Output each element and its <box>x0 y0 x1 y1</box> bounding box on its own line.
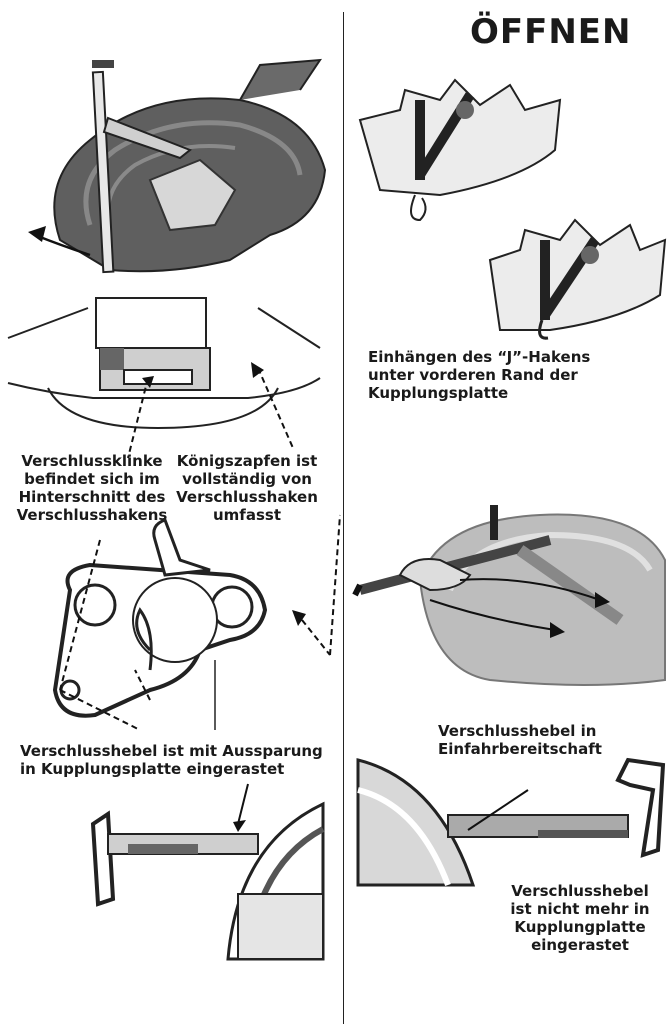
fifth-wheel-with-tool-illustration <box>20 60 320 285</box>
j-hook-lowered-illustration <box>490 210 665 340</box>
page-heading: ÖFFNEN <box>470 12 632 52</box>
pulling-release-handle-illustration <box>340 480 670 700</box>
lever-engaged-illustration <box>88 784 323 959</box>
lever-ready-illustration <box>358 760 668 885</box>
latch-top-view-illustration <box>8 298 320 438</box>
lock-jaw-mechanism-illustration <box>40 530 340 740</box>
j-hook-engaged-illustration <box>360 80 560 225</box>
